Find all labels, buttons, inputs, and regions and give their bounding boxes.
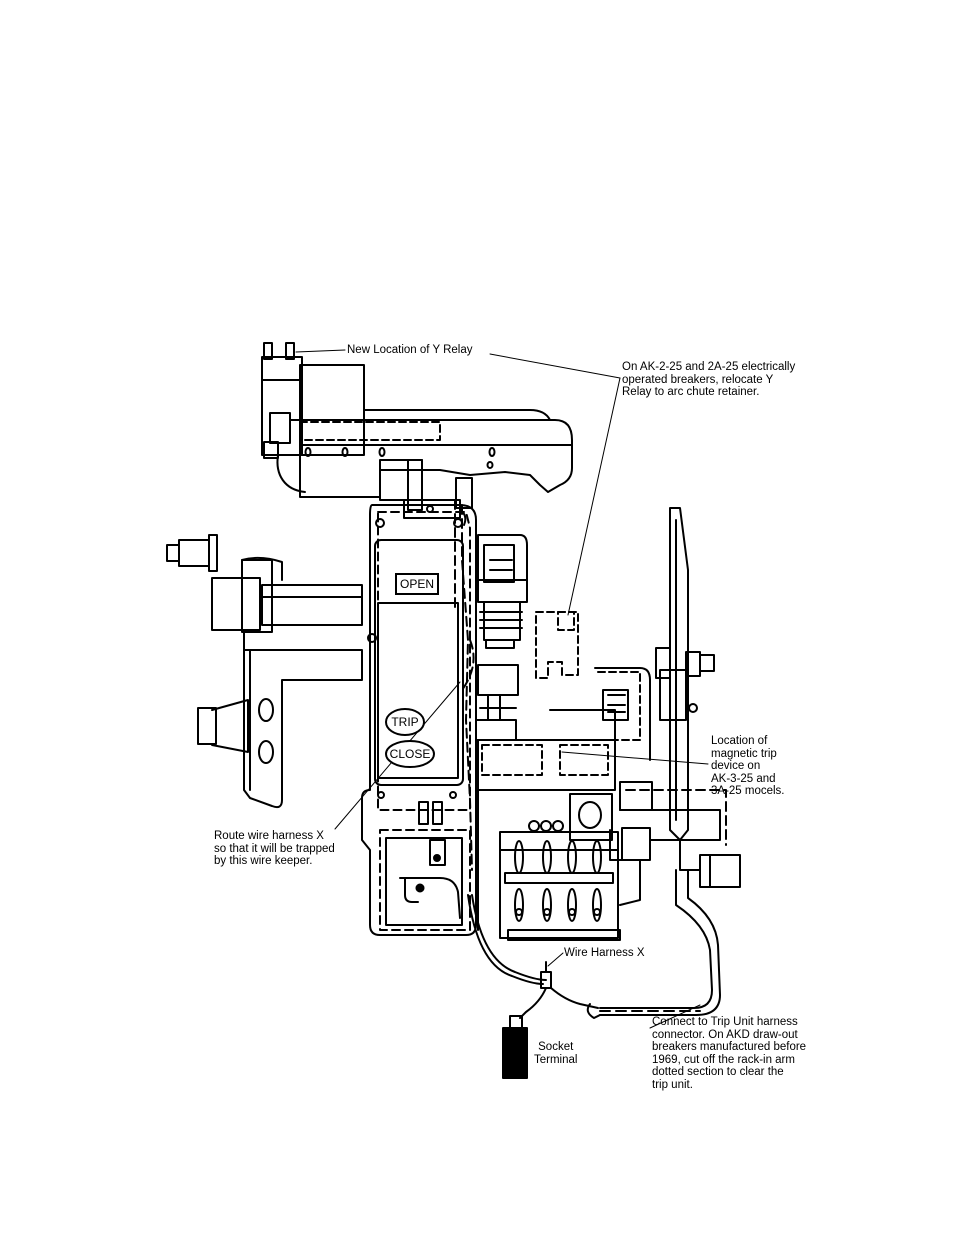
callout-socket-terminal: Socket Terminal xyxy=(534,1041,577,1066)
callout-relocate-line: On AK-2-25 and 2A-25 electrically xyxy=(622,361,796,373)
wire-harness-dashed xyxy=(454,499,475,871)
callout-route-line: so that it will be trapped xyxy=(214,842,335,855)
callout-connect-line: dotted section to clear the xyxy=(652,1066,784,1078)
callout-route-line: by this wire keeper. xyxy=(214,855,313,867)
close-button-label: CLOSE xyxy=(385,740,435,768)
callout-connect-line: connector. On AKD draw-out xyxy=(652,1028,798,1041)
trip-housing xyxy=(477,667,651,931)
socket-terminal xyxy=(502,1015,528,1079)
svg-text:TRIP: TRIP xyxy=(391,715,418,729)
wire-harness-x xyxy=(467,894,599,1019)
callout-socket-line: Terminal xyxy=(534,1053,578,1066)
open-button-label: OPEN xyxy=(395,573,439,595)
callout-connect-line: trip unit. xyxy=(652,1078,693,1091)
callout-new-location: New Location of Y Relay xyxy=(347,344,473,356)
callout-magnetic-line: AK-3-25 and xyxy=(711,772,776,785)
callout-wire-harness: Wire Harness X xyxy=(564,947,645,959)
svg-text:OPEN: OPEN xyxy=(400,577,434,591)
callout-connect-line: breakers manufactured before xyxy=(652,1041,807,1053)
center-device xyxy=(475,534,528,741)
callout-magnetic-line: 3A-25 mocels. xyxy=(711,785,785,797)
callout-connect-line: Connect to Trip Unit harness xyxy=(652,1016,798,1028)
right-plate xyxy=(586,507,741,1019)
left-mechanism xyxy=(166,534,363,809)
callout-magnetic-line: magnetic trip xyxy=(711,747,777,760)
callout-relocate-line: Relay to arc chute retainer. xyxy=(622,386,760,398)
y-relay xyxy=(261,342,365,493)
callout-route-line: Route wire harness X xyxy=(214,830,324,842)
main-plate xyxy=(361,477,477,936)
callout-route-harness: Route wire harness X so that it will be … xyxy=(214,830,335,868)
top-arm xyxy=(289,409,573,511)
relocated-relay-dashed xyxy=(535,611,579,679)
svg-text:CLOSE: CLOSE xyxy=(390,747,431,761)
callout-socket-line: Socket xyxy=(538,1041,574,1053)
terminal-block xyxy=(499,793,621,941)
callout-magnetic-line: device on xyxy=(711,760,761,772)
callout-relocate: On AK-2-25 and 2A-25 electrically operat… xyxy=(622,361,795,399)
trip-button-label: TRIP xyxy=(385,708,425,736)
callout-connect-trip: Connect to Trip Unit harness connector. … xyxy=(652,1016,806,1091)
callout-connect-line: 1969, cut off the rack-in arm xyxy=(652,1053,795,1066)
callout-magnetic-line: Location of xyxy=(711,735,768,747)
callout-relocate-line: operated breakers, relocate Y xyxy=(622,373,774,386)
callout-magnetic-trip: Location of magnetic trip device on AK-3… xyxy=(711,735,785,798)
